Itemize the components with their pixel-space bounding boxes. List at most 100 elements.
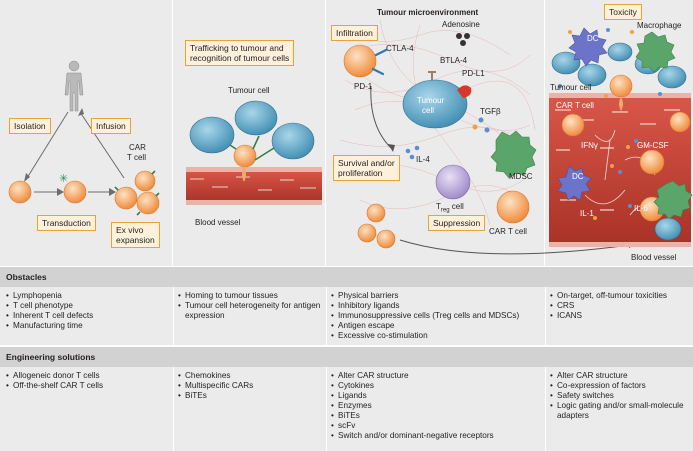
transduction-label: Transduction [37, 215, 96, 231]
btla-4-receptor [428, 71, 436, 80]
obstacle-item: Tumour cell heterogeneity for antigen ex… [178, 301, 323, 321]
extravasating-t-cell [242, 166, 246, 182]
ex-vivo-expansion-label: Ex vivo expansion [111, 222, 160, 248]
car-t-cell [609, 74, 633, 98]
obstacle-item: Immunosuppressive cells (Treg cells and … [331, 311, 543, 321]
solution-item: BiTEs [331, 411, 543, 421]
adenosine-label: Adenosine [442, 20, 480, 29]
obstacles-heading: Obstacles [0, 267, 693, 287]
infiltration-label: Infiltration [331, 25, 378, 41]
treg-suffix: cell [449, 202, 464, 211]
trafficking-line1: Trafficking to tumour and [190, 43, 284, 53]
cycle-arrows [26, 111, 125, 193]
solution-item: Allogeneic donor T cells [6, 371, 169, 381]
obstacle-item: Physical barriers [331, 291, 543, 301]
diagram-illustration: ✳ [8, 19, 693, 255]
pd1-label: PD-1 [354, 82, 373, 91]
blood-vessel-label: Blood vessel [195, 218, 241, 227]
infusion-label: Infusion [91, 118, 131, 134]
car-t-cell [639, 149, 665, 175]
tumour-cell [189, 116, 235, 154]
solution-item: Cytokines [331, 381, 543, 391]
tumour-cell [234, 100, 278, 136]
obstacles-col-1: LymphopeniaT cell phenotypeInherent T ce… [6, 291, 169, 331]
obstacles-col-3: Physical barriersInhibitory ligandsImmun… [331, 291, 543, 341]
solution-item: Alter CAR structure [331, 371, 543, 381]
trafficking-line2: recognition of tumour cells [190, 53, 290, 63]
solution-item: Chemokines [178, 371, 323, 381]
blood-vessel [186, 167, 322, 205]
solution-item: BiTEs [178, 391, 323, 401]
car-t-cell [233, 144, 257, 168]
il-4-molecules [405, 145, 420, 160]
survival-line2: proliferation [338, 168, 383, 178]
il4-label: IL-4 [416, 155, 430, 164]
solution-item: Off-the-shelf CAR T cells [6, 381, 169, 391]
pdl1-label: PD-L1 [462, 69, 485, 78]
gm-csf-label: GM-CSF [637, 141, 669, 150]
macrophage-cell [653, 180, 693, 220]
solutions-col-4: Alter CAR structureCo-expression of fact… [550, 371, 690, 421]
dc-cell [557, 165, 592, 201]
t-cell [366, 203, 386, 223]
car-t-cell-label-tme: CAR T cell [489, 227, 527, 236]
solution-item: Ligands [331, 391, 543, 401]
cytokine-dots [558, 28, 662, 220]
tumour-cell [402, 79, 468, 129]
t-cell [8, 180, 32, 204]
macrophage-label: Macrophage [637, 21, 682, 30]
car-t-cell [496, 190, 530, 224]
mdsc-label: MDSC [509, 172, 533, 181]
obstacle-item: On-target, off-tumour toxicities [550, 291, 690, 301]
car-t-cell [114, 186, 138, 210]
il1-label: IL-1 [580, 209, 594, 218]
ex-vivo-line1: Ex vivo [116, 225, 144, 235]
ex-vivo-line2: expansion [116, 235, 155, 245]
obstacle-item: Manufacturing time [6, 321, 169, 331]
adenosine-molecules [456, 33, 470, 46]
t-cell [357, 223, 377, 243]
virus-icon: ✳ [59, 172, 68, 185]
pd-l1-ligand [457, 85, 472, 98]
btla4-label: BTLA-4 [440, 56, 468, 65]
obstacle-item: Inherent T cell defects [6, 311, 169, 321]
obstacle-item: ICANS [550, 311, 690, 321]
car-t-cell [561, 113, 585, 137]
treg-label: Treg cell [436, 202, 464, 216]
dc-cell [568, 27, 608, 67]
dc-label-top: DC [587, 34, 599, 43]
solution-item: Alter CAR structure [550, 371, 690, 381]
obstacle-item: Homing to tumour tissues [178, 291, 323, 301]
tme-title: Tumour microenvironment [377, 8, 479, 17]
car-t-cell [669, 111, 691, 133]
obstacle-item: Inhibitory ligands [331, 301, 543, 311]
isolation-label: Isolation [9, 118, 51, 134]
solutions-col-1: Allogeneic donor T cellsOff-the-shelf CA… [6, 371, 169, 391]
obstacles-col-4: On-target, off-tumour toxicitiesCRSICANS [550, 291, 690, 321]
car-t-cell-label-tox: CAR T cell [556, 101, 594, 110]
solution-item: Logic gating and/or small-molecule adapt… [550, 401, 690, 421]
survival-line1: Survival and/or [338, 158, 395, 168]
solutions-col-3: Alter CAR structureCytokinesLigandsEnzym… [331, 371, 543, 441]
solution-item: Safety switches [550, 391, 690, 401]
car-t-cell [136, 191, 160, 215]
suppression-label: Suppression [428, 215, 486, 231]
toxicity-label: Toxicity [604, 4, 642, 20]
tgf-beta-label: TGFβ [480, 107, 501, 116]
il6-label: IL-6 [634, 204, 648, 213]
extravasating-t-cell [619, 97, 623, 111]
solutions-heading: Engineering solutions [0, 347, 693, 367]
treg-prefix: T [436, 202, 441, 211]
macrophage-cell [635, 31, 676, 73]
car-t-cell-label-2: T cell [127, 153, 146, 162]
trafficking-label: Trafficking to tumour and recognition of… [185, 40, 295, 66]
mdsc-cell [490, 130, 537, 179]
treg-cell [435, 164, 471, 200]
tumour-cell-label-tme: Tumour [417, 96, 445, 105]
solution-item: Co-expression of factors [550, 381, 690, 391]
obstacle-item: Lymphopenia [6, 291, 169, 301]
t-cell [376, 229, 396, 249]
tumour-cell [271, 122, 315, 160]
obstacle-item: Antigen escape [331, 321, 543, 331]
suppression-arrow [399, 239, 631, 255]
